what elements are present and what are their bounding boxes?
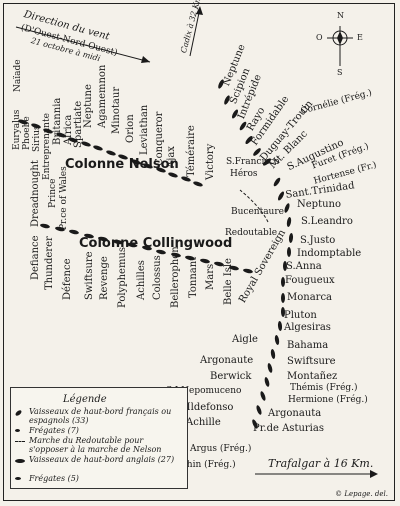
wind-arrow-head	[141, 56, 150, 63]
ship-label-allied: Algesiras	[284, 322, 331, 333]
ship-label-allied: Pluton	[284, 310, 317, 321]
ship-label-allied: Bahama	[287, 340, 329, 351]
ship-label-british-collingwood: Mars	[205, 263, 216, 290]
ship-label-allied: Bucentaure	[231, 207, 284, 217]
ship-label-british-nelson: Phoebe	[22, 116, 32, 150]
ship-label-allied: Pr.de Asturias	[253, 423, 324, 434]
compass-west: O	[316, 33, 323, 42]
ship-label-allied: Argus (Frég.)	[190, 444, 252, 454]
ship-label-allied: Indomptable	[297, 248, 362, 259]
ship-label-allied: Redoutable	[225, 228, 278, 238]
ship-label-british-collingwood: Revenge	[99, 256, 110, 300]
legend-item: Vaisseaux de haut-bord anglais (27)	[29, 455, 175, 464]
ship-label-british-nelson: Victory	[205, 143, 216, 180]
ship-label-british-nelson: Sirius	[32, 125, 42, 152]
ship-label-british-collingwood: Prince	[48, 178, 58, 208]
map-frame	[3, 3, 395, 501]
ship-label-allied: Berwick	[210, 371, 252, 382]
ship-label-british-nelson: Euryalus	[12, 109, 22, 150]
ship-label-allied: Aigle	[232, 334, 258, 345]
ship-label-british-collingwood: Défence	[62, 258, 73, 300]
ship-label-allied: S.Justo	[300, 235, 336, 246]
redoutable-route	[239, 189, 269, 223]
ship-label-british-collingwood: Dreadnought	[30, 160, 41, 227]
ship-label-british-collingwood: Defiance	[30, 235, 41, 280]
legend-item: Marche du Redoutable pour s'opposer à la…	[29, 436, 162, 454]
legend-symbol-route	[15, 441, 25, 442]
ship-label-allied: Achille	[186, 417, 221, 428]
ship-label-british-nelson: Agamemnon	[97, 64, 108, 128]
ship-label-allied: S.I.Nepomuceno	[166, 386, 242, 396]
ship-label-allied: Thémis (Frég.)	[290, 383, 358, 393]
ship-label-allied: S.Anna	[286, 261, 322, 272]
ship-label-british-nelson: Téméraire	[186, 125, 197, 177]
compass-north: N	[337, 11, 344, 20]
ship-label-allied: Montañez	[287, 371, 338, 382]
legend-item: Vaisseaux de haut-bord français ou espag…	[29, 407, 172, 425]
ship-label-allied: Argonauta	[268, 408, 322, 419]
ship-label-british-nelson: Entreprenante	[42, 113, 52, 180]
compass-south: S	[337, 68, 343, 77]
compass-east: E	[357, 33, 363, 42]
ship-label-british-collingwood: Colossus	[152, 255, 163, 300]
ship-label-british-nelson: Orion	[125, 114, 136, 143]
legend-title: Légende	[63, 394, 107, 405]
ship-label-british-collingwood: Bellerophon	[170, 246, 181, 308]
ship-label-british-nelson: Neptune	[83, 84, 94, 128]
ship-label-british-nelson: Naïade	[13, 59, 23, 92]
ship-label-allied: Fougueux	[285, 275, 335, 286]
allied-ship-mark	[287, 247, 291, 257]
legend-symbol-british-frigate	[15, 477, 21, 480]
legend-symbol-british-ship	[15, 459, 25, 463]
trafalgar-distance: Trafalgar à 16 Km.	[268, 457, 374, 470]
ship-label-british-collingwood: Polyphemus	[117, 246, 128, 308]
ship-label-allied: Swiftsure	[287, 356, 336, 367]
legend-item: Frégates (7)	[29, 426, 79, 435]
ship-label-allied: Monarca	[287, 292, 333, 303]
ship-label-allied: Rhin (Frég.)	[180, 460, 236, 470]
trafalgar-arrow-head	[370, 470, 378, 478]
ship-label-allied: Héros	[230, 169, 258, 179]
ship-label-british-collingwood: Achilles	[136, 260, 147, 300]
ship-label-british-collingwood: Belle Isle	[223, 258, 234, 305]
ship-label-allied: Hermione (Frég.)	[288, 395, 368, 405]
ship-label-british-nelson: Conqueror	[154, 111, 165, 166]
ship-label-british-nelson: Ajax	[166, 146, 177, 168]
ship-label-british-collingwood: Swiftsure	[84, 251, 95, 300]
ship-label-british-collingwood: Tonnant	[188, 256, 199, 298]
legend-symbol-allied-ship	[14, 409, 23, 417]
legend-item: Frégates (5)	[29, 474, 79, 483]
ship-label-allied: Neptuno	[297, 199, 341, 210]
allied-ship-mark	[281, 293, 285, 303]
ship-label-british-nelson: Britannia	[52, 97, 63, 145]
compass-rose	[327, 26, 353, 66]
ship-label-british-collingwood: Thunderer	[44, 236, 55, 290]
ship-label-british-collingwood: Pr.ce of Wales	[59, 166, 69, 230]
ship-label-allied: Argonaute	[200, 355, 254, 366]
ship-label-allied: S.Francisco	[226, 157, 280, 167]
credit: © Lepage. del.	[335, 490, 388, 498]
legend-symbol-allied-frigate	[15, 429, 20, 432]
wind-arrow-line	[15, 26, 151, 63]
legend: Légende Vaisseaux de haut-bord français …	[10, 387, 188, 489]
ship-label-allied: S.Ildefonso	[177, 402, 234, 413]
ship-label-british-nelson: Leviathan	[139, 104, 150, 155]
ship-label-british-nelson: Minotaur	[111, 86, 122, 134]
ship-label-allied: S.Leandro	[301, 216, 353, 227]
